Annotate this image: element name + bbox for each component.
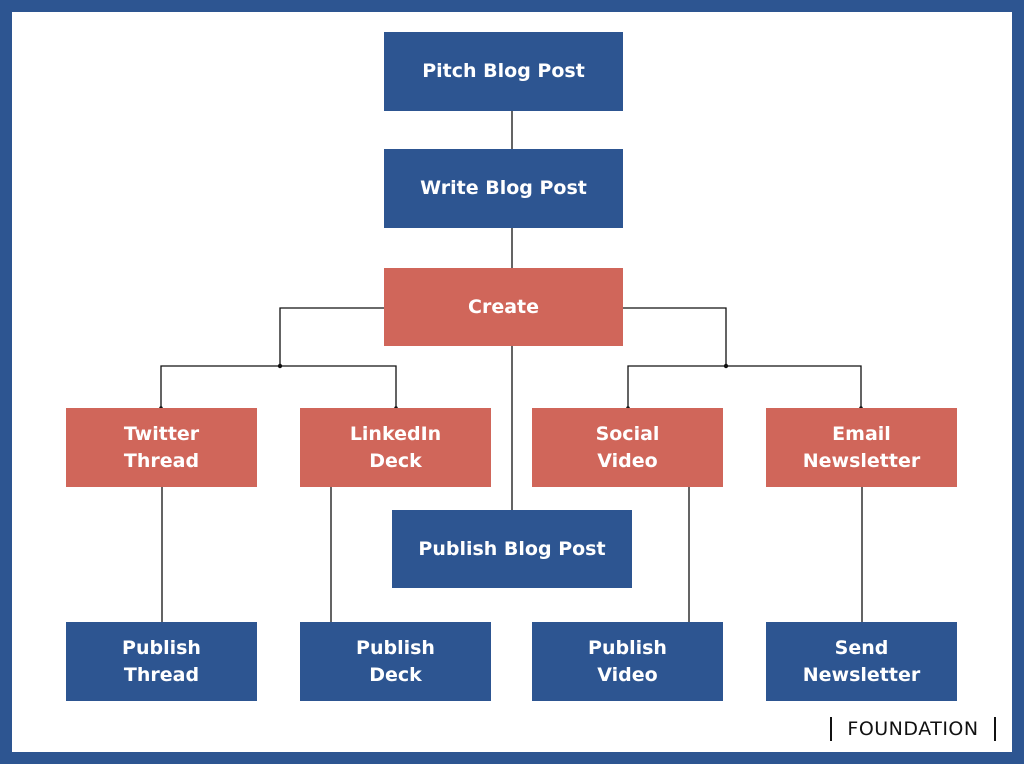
node-publish-deck: Publish Deck xyxy=(300,622,491,701)
connector-left-split xyxy=(160,365,397,408)
node-publish-blog-post: Publish Blog Post xyxy=(392,510,632,588)
connector-create-right xyxy=(623,307,727,366)
node-publish-video: Publish Video xyxy=(532,622,723,701)
junction-dot-right xyxy=(723,363,729,369)
node-pitch-blog-post: Pitch Blog Post xyxy=(384,32,623,111)
node-email-newsletter: Email Newsletter xyxy=(766,408,957,487)
connector-right-split xyxy=(627,365,862,408)
node-social-video: Social Video xyxy=(532,408,723,487)
node-send-newsletter: Send Newsletter xyxy=(766,622,957,701)
connector-create-left xyxy=(279,307,384,366)
foundation-logo: FOUNDATION xyxy=(830,717,996,741)
node-linkedin-deck: LinkedIn Deck xyxy=(300,408,491,487)
node-twitter-thread: Twitter Thread xyxy=(66,408,257,487)
junction-dot-left xyxy=(277,363,283,369)
node-publish-thread: Publish Thread xyxy=(66,622,257,701)
node-create: Create xyxy=(384,268,623,346)
node-write-blog-post: Write Blog Post xyxy=(384,149,623,228)
